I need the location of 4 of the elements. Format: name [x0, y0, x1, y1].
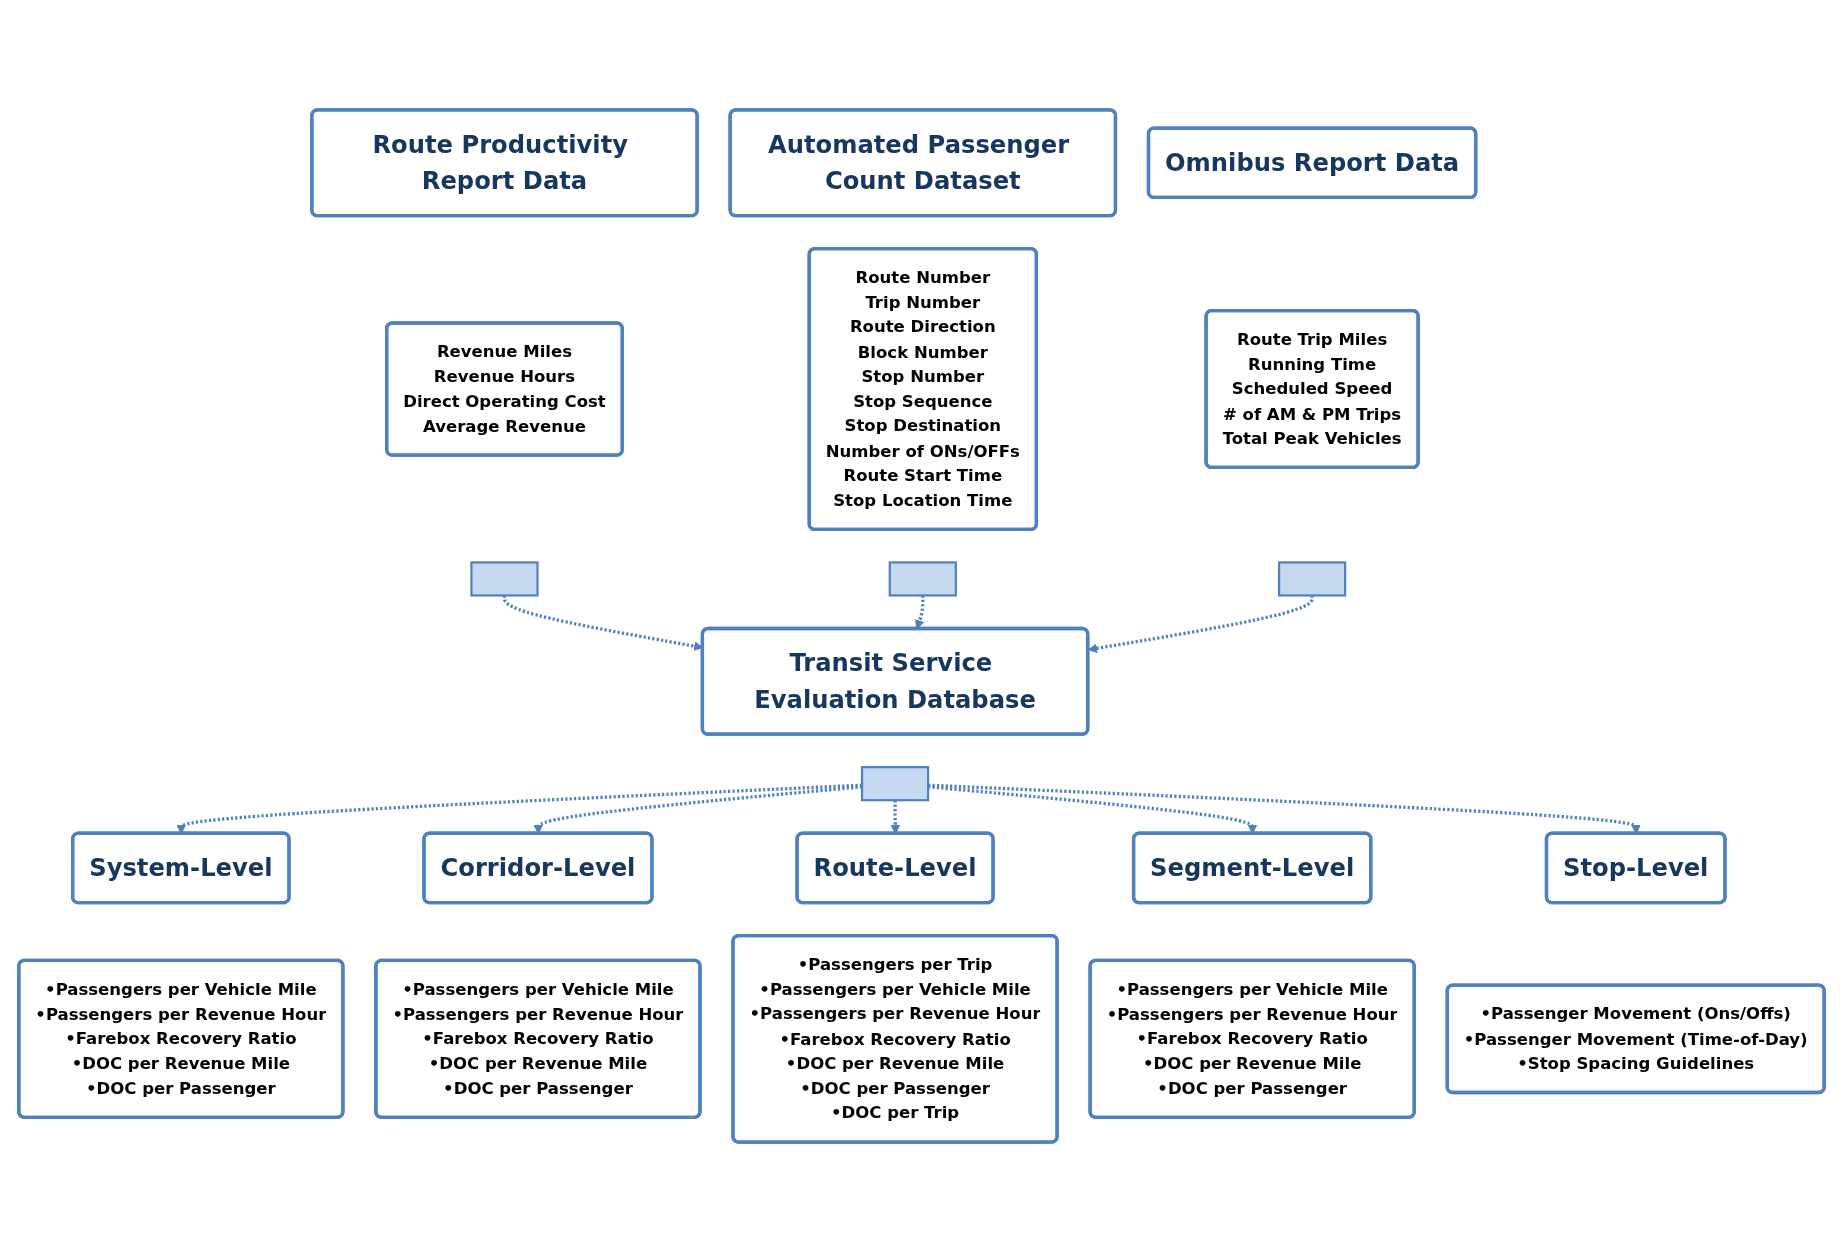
- node-bar: [860, 766, 930, 802]
- node-bar: [1277, 561, 1347, 597]
- node-bar: [888, 561, 957, 597]
- node-bar: [470, 561, 539, 597]
